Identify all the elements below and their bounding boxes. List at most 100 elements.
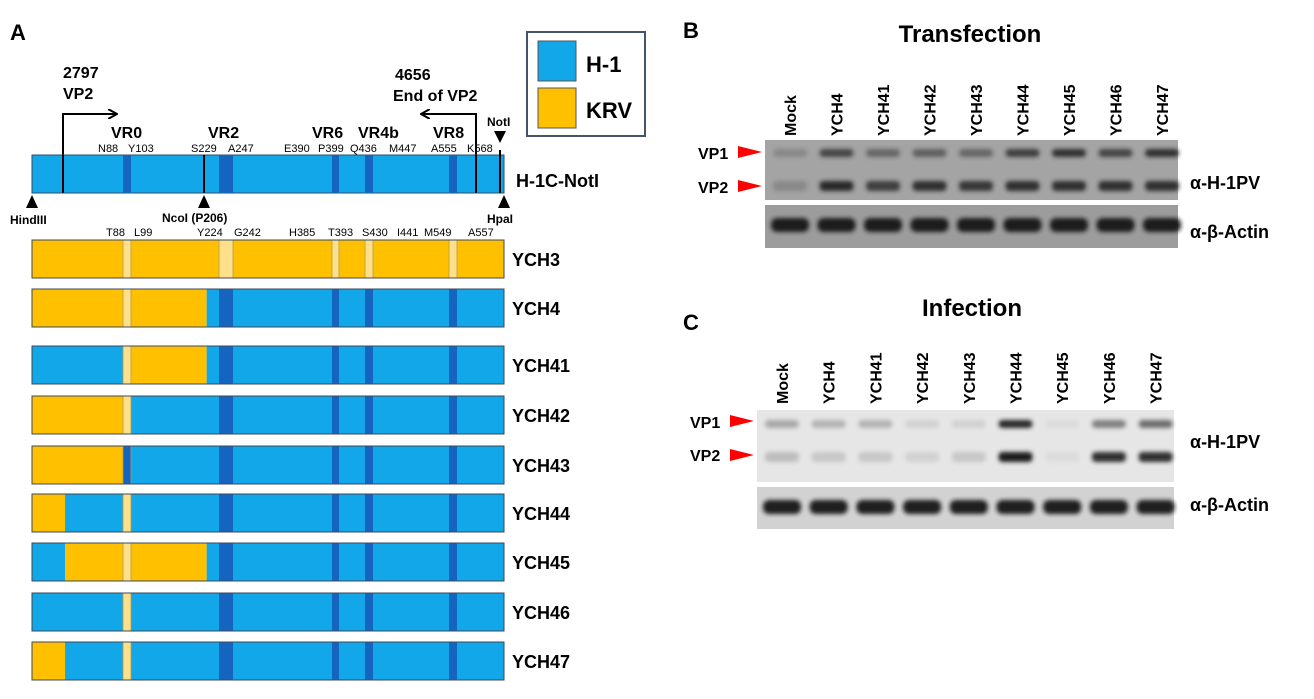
vp2-band xyxy=(773,181,807,191)
lane-label: Mock xyxy=(783,95,800,136)
construct-vr-region xyxy=(219,289,233,327)
construct-name: YCH42 xyxy=(512,406,570,426)
vp2-band xyxy=(866,181,900,191)
vp2-band xyxy=(905,452,940,462)
construct-segment-h1 xyxy=(32,543,66,581)
construct-vr-region xyxy=(332,494,339,532)
noti-label: NotI xyxy=(487,115,510,129)
vp1-band xyxy=(912,149,947,157)
construct-vr-region xyxy=(364,239,374,279)
hindiii-label: HindIII xyxy=(10,213,47,227)
hpai-label: HpaI xyxy=(487,212,513,226)
panel-c-antibody-h1pv: α-H-1PV xyxy=(1190,432,1260,452)
construct-outline xyxy=(31,542,505,582)
vp1-band xyxy=(811,420,846,428)
ref-vr-2 xyxy=(219,155,233,193)
res-e390: E390 xyxy=(284,143,310,155)
panel-c-vp2-arrow xyxy=(730,449,754,461)
actin-band xyxy=(949,500,988,514)
construct-segment-krv xyxy=(32,494,66,532)
construct-segment-h1 xyxy=(126,396,505,434)
vp2-band xyxy=(1138,452,1173,462)
construct-vr-region xyxy=(219,494,233,532)
legend-label-h1: H-1 xyxy=(586,52,621,77)
panel-b-vp2-arrow xyxy=(738,180,762,192)
construct-segment-krv xyxy=(126,346,207,384)
construct-segment-h1 xyxy=(206,346,504,384)
construct-ych44: YCH44 xyxy=(31,493,570,533)
reference-bar-body xyxy=(31,154,505,194)
actin-band xyxy=(856,500,895,514)
construct-outline xyxy=(31,345,505,385)
panel-c-title: Infection xyxy=(922,295,1022,322)
res-p399: P399 xyxy=(318,143,344,155)
res-a555: A555 xyxy=(431,143,457,155)
legend-swatch-h1 xyxy=(537,40,577,82)
hindiii-site-marker xyxy=(26,195,38,208)
actin-band xyxy=(1089,500,1128,514)
construct-vr-region xyxy=(218,239,234,279)
vp2-start-label: VP2 xyxy=(63,86,93,103)
construct-name: YCH46 xyxy=(512,603,570,623)
construct-name: YCH41 xyxy=(512,356,570,376)
actin-band xyxy=(903,500,942,514)
construct-vr-region xyxy=(122,493,132,533)
lane-label: YCH46 xyxy=(1109,84,1126,136)
construct-vr-region xyxy=(122,641,132,681)
ref-vr-0 xyxy=(123,155,131,193)
lane-label: YCH44 xyxy=(1016,84,1033,136)
vp1-band xyxy=(1091,420,1126,428)
lane-label: YCH47 xyxy=(1155,84,1172,136)
vp2-band xyxy=(998,452,1033,462)
construct-vr-region xyxy=(365,346,373,384)
vp1-band xyxy=(1005,149,1040,157)
actin-band xyxy=(996,500,1035,514)
construct-vr-region xyxy=(449,494,457,532)
construct-vr-region xyxy=(365,289,373,327)
panel-b-vp1-label: VP1 xyxy=(698,146,728,163)
panel-c-vp1-arrow xyxy=(730,415,754,427)
actin-band xyxy=(864,218,902,232)
vp2-start-position: 2797 xyxy=(63,65,99,82)
construct-vr-region xyxy=(122,288,132,328)
construct-vr-region xyxy=(332,396,339,434)
krv-residues: T88 L99 Y224 G242 H385 T393 S430 I441 M5… xyxy=(106,227,494,239)
construct-outline xyxy=(31,445,505,485)
region-vr8: VR8 xyxy=(433,125,464,142)
construct-ych4: YCH4 xyxy=(31,288,560,328)
construct-vr-region xyxy=(122,542,132,582)
hpai-site-marker xyxy=(498,195,510,208)
region-vr0: VR0 xyxy=(111,125,142,142)
construct-name: YCH4 xyxy=(512,299,560,319)
vp1-band xyxy=(773,149,807,157)
reference-bar xyxy=(31,150,505,194)
region-vr2: VR2 xyxy=(208,125,239,142)
actin-band xyxy=(1143,218,1181,232)
res-t88: T88 xyxy=(106,227,125,239)
vp1-band xyxy=(866,149,900,157)
vp1-band xyxy=(1045,420,1080,428)
vp1-band xyxy=(1138,420,1173,428)
construct-segment-h1 xyxy=(65,642,504,680)
panel-b-label: B xyxy=(683,18,699,43)
lane-label: YCH42 xyxy=(923,84,940,136)
actin-band xyxy=(910,218,949,232)
res-s229: S229 xyxy=(191,143,217,155)
lane-label: YCH41 xyxy=(868,352,885,404)
actin-band xyxy=(1050,218,1088,232)
panel-c-antibody-actin: α-β-Actin xyxy=(1190,495,1269,515)
actin-band xyxy=(957,218,995,232)
construct-vr-region xyxy=(448,239,458,279)
panel-c-vp1-label: VP1 xyxy=(690,415,720,432)
lane-label: YCH45 xyxy=(1062,84,1079,136)
construct-segment-krv xyxy=(32,240,504,278)
construct-vr-region xyxy=(365,494,373,532)
construct-ych43: YCH43 xyxy=(31,445,570,485)
construct-vr-region xyxy=(332,543,339,581)
construct-vr-region xyxy=(219,593,233,631)
construct-ych42: YCH42 xyxy=(31,395,570,435)
construct-vr-region xyxy=(332,446,339,484)
construct-segment-h1 xyxy=(206,543,504,581)
construct-vr-region xyxy=(449,396,457,434)
